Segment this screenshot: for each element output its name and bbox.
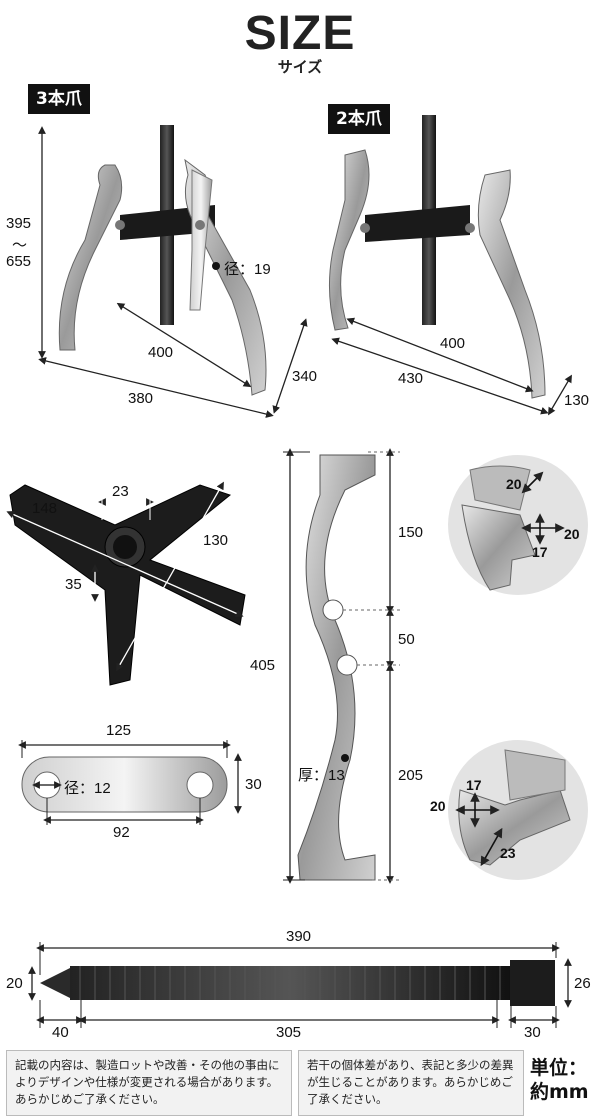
- two-jaw-reach: 400: [440, 335, 466, 352]
- screw-tip-len: 40: [52, 1024, 69, 1041]
- three-jaw-width: 380: [128, 390, 154, 407]
- two-jaw-width: 430: [398, 370, 424, 387]
- link-plate-pitch: 92: [113, 824, 130, 841]
- three-jaw-depth: 340: [292, 368, 318, 385]
- yoke-arm-short: 130: [203, 532, 229, 549]
- three-jaw-height-sep: ～: [12, 237, 28, 254]
- screw-head-len: 30: [524, 1024, 541, 1041]
- screw-thread-len: 305: [276, 1024, 302, 1041]
- hook-closeup-upper: [448, 455, 588, 595]
- arm-bottom: 205: [398, 767, 424, 784]
- link-plate: [21, 756, 228, 813]
- three-jaw-badge: 3本爪: [28, 84, 90, 114]
- three-jaw-diameter: 径：19: [224, 261, 271, 278]
- link-plate-length: 125: [106, 722, 132, 739]
- two-jaw-depth: 130: [564, 392, 590, 409]
- hook-lower-b: 20: [430, 798, 446, 814]
- screw-tip-dia: 20: [6, 975, 23, 992]
- hook-lower-a: 17: [466, 777, 482, 793]
- note-individual-difference: 若干の個体差があり、表記と多少の差異が生じることがあります。あらかじめご了承くだ…: [298, 1050, 524, 1116]
- page-subtitle: サイズ: [277, 58, 323, 76]
- jaw-arm: [297, 454, 376, 881]
- page-title: SIZE: [244, 7, 356, 60]
- note-design-change: 記載の内容は、製造ロットや改善・その他の事由によりデザインや仕様が変更される場合…: [6, 1050, 292, 1116]
- three-jaw-height-min: 655: [6, 253, 32, 270]
- three-jaw-height-max: 395: [6, 215, 32, 232]
- three-jaw-reach: 400: [148, 344, 174, 361]
- hook-upper-a: 20: [506, 476, 522, 492]
- two-jaw-badge: 2本爪: [328, 104, 390, 134]
- yoke-arm-long: 148: [32, 500, 58, 517]
- unit-label: 単位： 約mm: [530, 1056, 596, 1104]
- hook-upper-b: 20: [564, 526, 580, 542]
- link-plate-height: 30: [245, 776, 262, 793]
- yoke-thickness: 35: [65, 576, 82, 593]
- unit-label-text: 単位：: [530, 1057, 588, 1079]
- unit-value-text: 約mm: [530, 1081, 589, 1103]
- screw-length: 390: [286, 928, 312, 945]
- yoke-hole: 23: [112, 483, 129, 500]
- hook-lower-c: 23: [500, 845, 516, 861]
- arm-total: 405: [250, 657, 276, 674]
- arm-top: 150: [398, 524, 424, 541]
- forcing-screw: [40, 960, 555, 1006]
- hook-upper-c: 17: [532, 544, 548, 560]
- two-jaw-puller: [328, 115, 546, 399]
- link-plate-diameter: 径：12: [64, 780, 111, 797]
- screw-head-dia: 26: [574, 975, 591, 992]
- arm-middle: 50: [398, 631, 415, 648]
- arm-thickness: 厚：13: [298, 767, 345, 784]
